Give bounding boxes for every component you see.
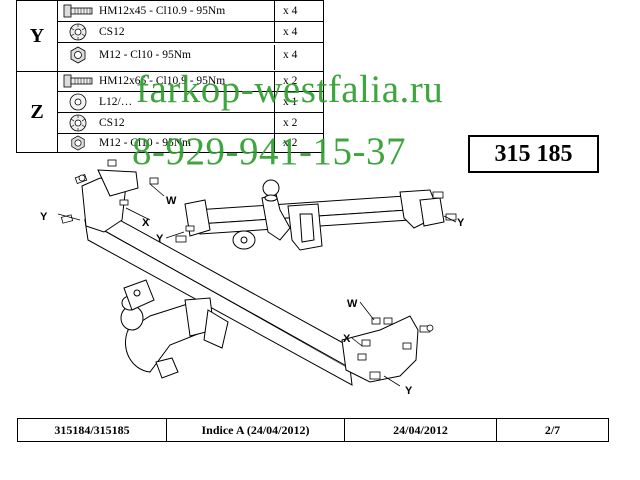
label-y: Y — [40, 211, 48, 223]
watermark-site: farkop-westfalia.ru — [136, 68, 444, 111]
label-y: Y — [405, 385, 413, 397]
washer-icon — [69, 114, 87, 132]
parts-row: L12/… x 1 — [57, 92, 323, 113]
label-w: W — [347, 298, 358, 310]
part-description: M12 - Cl10 - 95Nm — [99, 137, 191, 149]
parts-row: HM12x45 - Cl10.9 - 95Nm x 4 — [57, 1, 323, 22]
group-letter-y: Y — [17, 1, 58, 71]
part-quantity: x 4 — [274, 1, 323, 21]
footer-bar: 315184/315185 Indice A (24/04/2012) 24/0… — [17, 418, 609, 442]
parts-row: CS12 x 4 — [57, 22, 323, 43]
part-quantity: x 2 — [274, 134, 323, 152]
part-quantity: x 2 — [274, 113, 323, 133]
parts-row: CS12 x 2 — [57, 113, 323, 134]
part-description: CS12 — [99, 26, 125, 38]
label-w: W — [166, 195, 177, 207]
part-description: M12 - Cl10 - 95Nm — [99, 49, 191, 61]
part-quantity: x 2 — [274, 71, 323, 91]
bolt-icon — [63, 74, 93, 88]
bolt-icon — [63, 4, 93, 18]
nut-icon — [70, 46, 86, 64]
parts-group-y: Y HM12x45 - Cl10.9 - 95Nm x 4 CS12 x 4 — [17, 1, 323, 72]
nut-icon — [71, 135, 85, 151]
parts-group-z: Z HM12x65 - Cl10.9 - 95Nm x 2 L12/… x 1 — [17, 71, 323, 153]
footer-reference: 315184/315185 — [18, 419, 167, 441]
part-quantity: x 1 — [274, 92, 323, 112]
watermark-phone: 8-929-941-15-37 — [132, 130, 406, 173]
footer-date: 24/04/2012 — [345, 419, 497, 441]
part-number: 315 185 — [468, 135, 599, 173]
label-x: X — [142, 217, 150, 229]
flat-washer-icon — [69, 93, 87, 111]
parts-row: M12 - Cl10 - 95Nm x 2 — [57, 134, 323, 152]
parts-row: HM12x65 - Cl10.9 - 95Nm x 2 — [57, 71, 323, 92]
part-quantity: x 4 — [274, 45, 323, 70]
label-x: X — [343, 333, 351, 345]
footer-page: 2/7 — [544, 422, 561, 437]
part-description: HM12x45 - Cl10.9 - 95Nm — [99, 5, 226, 17]
part-description: CS12 — [99, 117, 125, 129]
label-y: Y — [156, 233, 164, 245]
footer-index: Indice A (24/04/2012) — [167, 419, 345, 441]
part-quantity: x 4 — [274, 22, 323, 42]
parts-table: Y HM12x45 - Cl10.9 - 95Nm x 4 CS12 x 4 — [16, 0, 324, 153]
washer-icon — [69, 23, 87, 41]
parts-row: M12 - Cl10 - 95Nm x 4 — [57, 45, 323, 70]
part-description: L12/… — [99, 96, 133, 108]
label-y: Y — [457, 217, 465, 229]
part-description: HM12x65 - Cl10.9 - 95Nm — [99, 75, 226, 87]
